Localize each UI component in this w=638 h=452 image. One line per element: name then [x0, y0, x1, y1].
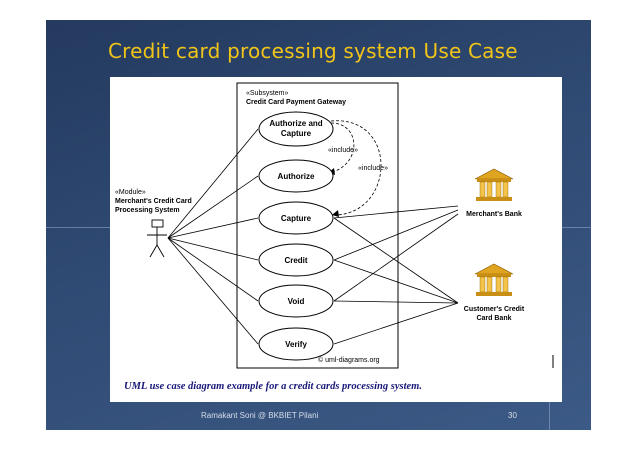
subsystem-name: Credit Card Payment Gateway [246, 99, 346, 106]
customer-bank-label-line1: Customer's Credit [464, 306, 525, 313]
slide-title: Credit card processing system Use Case [108, 39, 518, 63]
use-case-authorize-and-capture[interactable]: Authorize and Capture [258, 111, 334, 147]
bank-associations [333, 205, 459, 345]
use-case-credit[interactable]: Credit [258, 243, 334, 277]
svg-text:Authorize and: Authorize and [269, 119, 322, 128]
merchant-bank-label: Merchant's Bank [466, 211, 522, 218]
footer-page-number: 30 [508, 411, 517, 420]
customer-bank-label-line2: Card Bank [476, 315, 511, 322]
watermark: © uml-diagrams.org [318, 356, 380, 364]
use-case-void[interactable]: Void [258, 284, 334, 318]
diagram-svg: «Subsystem» Credit Card Payment Gateway [115, 82, 554, 369]
subsystem-stereotype: «Subsystem» [246, 90, 289, 97]
use-case-diagram: «Subsystem» Credit Card Payment Gateway [110, 77, 562, 402]
include-label-1: «include» [328, 147, 358, 154]
stick-figure-icon[interactable] [147, 219, 167, 258]
svg-text:Verify: Verify [285, 340, 307, 349]
slide: Credit card processing system Use Case «… [46, 20, 591, 430]
use-case-verify[interactable]: Verify [258, 327, 334, 361]
svg-text:Capture: Capture [281, 129, 312, 138]
svg-text:Void: Void [288, 297, 305, 306]
diagram-caption: UML use case diagram example for a credi… [124, 381, 422, 392]
bank-building-icon[interactable] [474, 263, 514, 296]
use-case-authorize[interactable]: Authorize [258, 159, 334, 193]
include-dependencies [327, 120, 382, 216]
bank-building-icon[interactable] [474, 168, 514, 201]
actor-associations [167, 128, 259, 345]
svg-text:Credit: Credit [284, 256, 307, 265]
svg-text:Authorize: Authorize [278, 172, 315, 181]
use-case-capture[interactable]: Capture [258, 201, 334, 235]
include-label-2: «include» [358, 165, 388, 172]
svg-text:Capture: Capture [281, 214, 312, 223]
actor-name-line2: Processing System [115, 207, 180, 214]
actor-stereotype: «Module» [115, 189, 146, 196]
footer-author: Ramakant Soni @ BKBIET Pilani [201, 411, 319, 420]
actor-name-line1: Merchant's Credit Card [115, 198, 192, 205]
